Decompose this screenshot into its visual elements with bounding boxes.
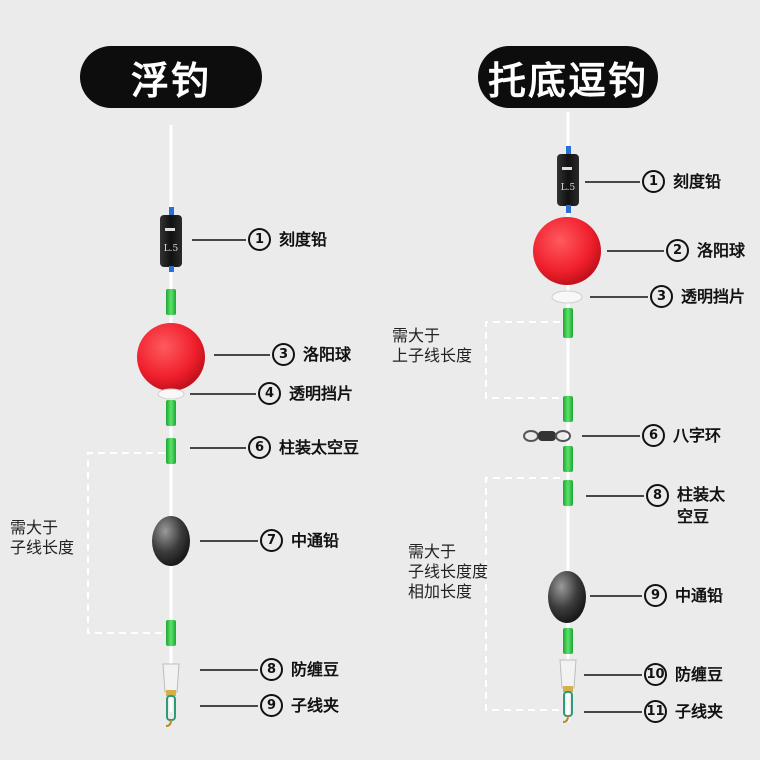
label-right-5: 8 柱装太 空豆	[646, 484, 725, 528]
red-ball-right	[533, 217, 601, 285]
note-left: 需大于 子线长度	[10, 518, 75, 557]
label-text: 柱装太空豆	[279, 437, 360, 457]
clear-stopper-right	[551, 290, 583, 304]
label-text: 八字环	[673, 425, 722, 445]
middle-lead-left	[152, 516, 190, 566]
green-bead-right-1	[563, 308, 573, 338]
number-badge: 7	[260, 529, 283, 552]
label-right-7: 10 防缠豆	[644, 663, 723, 686]
number-badge: 4	[258, 382, 281, 405]
scale-sinker-right: L.5	[557, 146, 579, 213]
note-right-2: 需大于 子线长度度 相加长度	[408, 542, 489, 601]
label-right-2: 2 洛阳球	[666, 239, 745, 262]
note-right-1: 需大于 上子线长度	[392, 326, 473, 365]
anti-tangle-bead-left	[162, 663, 180, 693]
number-badge: 6	[642, 424, 665, 447]
green-bead-right-2	[563, 396, 573, 422]
green-bead-left-1	[166, 289, 176, 315]
label-right-1: 1 刻度铅	[642, 170, 721, 193]
number-badge: 1	[642, 170, 665, 193]
green-bead-right-4	[563, 480, 573, 506]
green-bead-left-4	[166, 620, 176, 646]
number-badge: 9	[644, 584, 667, 607]
label-left-4: 6 柱装太空豆	[248, 436, 359, 459]
number-badge: 11	[644, 700, 667, 723]
label-left-5: 7 中通铅	[260, 529, 339, 552]
label-left-3: 4 透明挡片	[258, 382, 353, 405]
number-badge: 8	[646, 484, 669, 507]
dashed-bracket-left	[87, 452, 165, 634]
number-badge: 8	[260, 658, 283, 681]
label-text: 透明挡片	[681, 286, 746, 306]
clear-stopper-left	[157, 388, 185, 400]
number-badge: 6	[248, 436, 271, 459]
label-right-8: 11 子线夹	[644, 700, 723, 723]
label-text: 洛阳球	[303, 344, 352, 364]
green-bead-left-3	[166, 438, 176, 464]
green-bead-right-3	[563, 446, 573, 472]
anti-tangle-bead-right	[559, 659, 577, 689]
number-badge: 1	[248, 228, 271, 251]
number-badge: 9	[260, 694, 283, 717]
label-text: 防缠豆	[675, 664, 724, 684]
number-badge: 2	[666, 239, 689, 262]
green-bead-left-2	[166, 400, 176, 426]
label-text: 中通铅	[675, 585, 724, 605]
label-right-3: 3 透明挡片	[650, 285, 745, 308]
label-left-6: 8 防缠豆	[260, 658, 339, 681]
middle-lead-right	[548, 571, 586, 623]
scale-sinker-left: L.5	[160, 207, 182, 272]
title-right: 托底逗钓	[478, 46, 658, 108]
number-badge: 3	[650, 285, 673, 308]
title-left: 浮钓	[80, 46, 262, 108]
label-right-4: 6 八字环	[642, 424, 721, 447]
label-text: 刻度铅	[673, 171, 722, 191]
label-text: 子线夹	[291, 695, 340, 715]
label-text: 透明挡片	[289, 383, 354, 403]
label-text: 柱装太 空豆	[677, 485, 726, 526]
green-bead-right-5	[563, 628, 573, 654]
swivel-right	[523, 430, 571, 442]
number-badge: 3	[272, 343, 295, 366]
label-right-6: 9 中通铅	[644, 584, 723, 607]
number-badge: 10	[644, 663, 667, 686]
label-text: 中通铅	[291, 530, 340, 550]
label-text: 洛阳球	[697, 240, 746, 260]
label-text: 刻度铅	[279, 229, 328, 249]
svg-text:L.5: L.5	[164, 244, 179, 254]
dashed-bracket-right-2	[485, 477, 560, 711]
label-left-2: 3 洛阳球	[272, 343, 351, 366]
red-ball-left	[137, 323, 205, 391]
snap-clip-left	[165, 695, 176, 727]
label-left-1: 1 刻度铅	[248, 228, 327, 251]
dashed-bracket-right-1	[485, 321, 560, 399]
label-text: 子线夹	[675, 701, 724, 721]
label-left-7: 9 子线夹	[260, 694, 339, 717]
svg-text:L.5: L.5	[561, 183, 576, 193]
snap-clip-right	[562, 691, 573, 723]
label-text: 防缠豆	[291, 659, 340, 679]
